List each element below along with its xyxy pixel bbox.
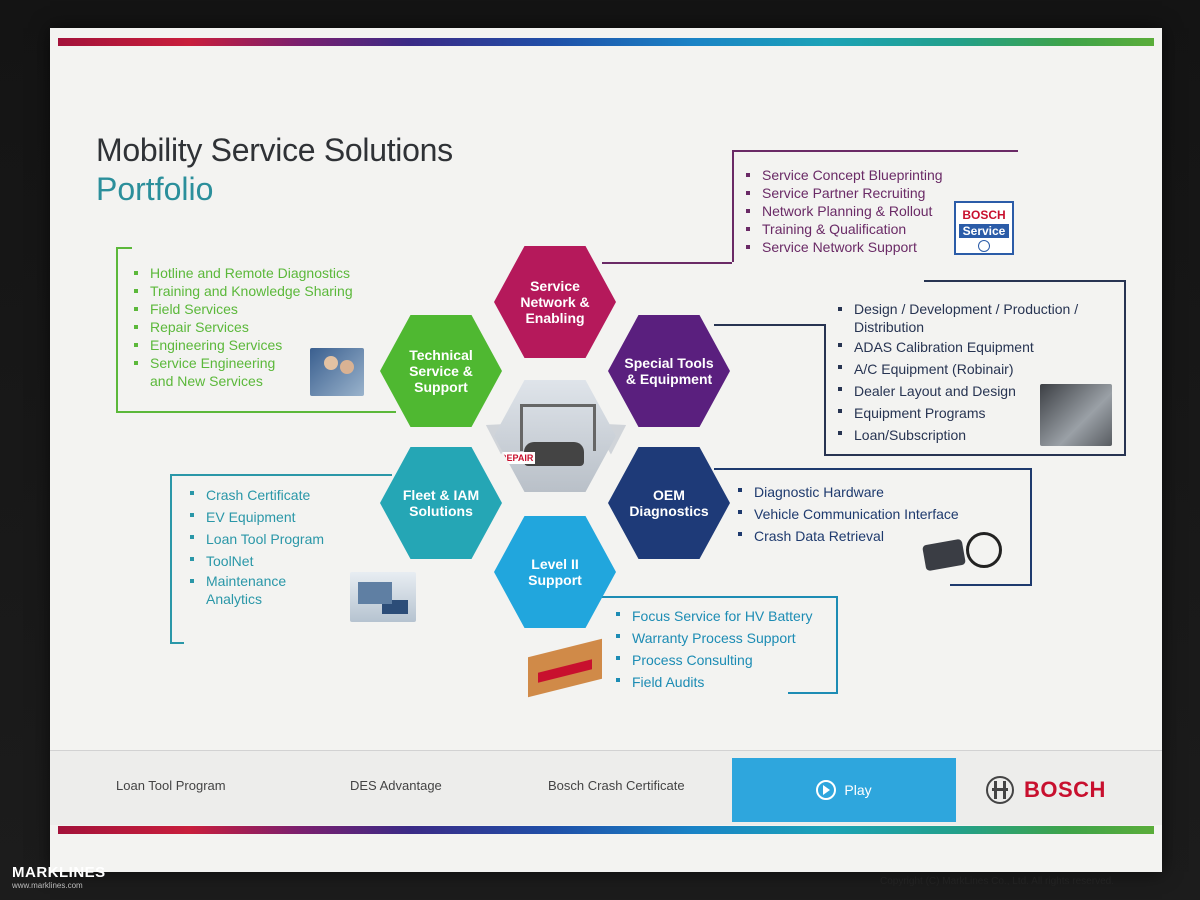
list-item: Dealer Layout and Design [836,380,1104,402]
play-icon [816,780,837,800]
lift-bay [520,404,596,451]
hex-service-network[interactable]: Service Network & Enabling [494,246,616,358]
hex-fleet-iam[interactable]: Fleet & IAM Solutions [380,447,502,559]
play-label: Play [844,782,872,798]
nav-loan-tool-program[interactable]: Loan Tool Program [116,778,226,793]
play-button[interactable]: Play [732,758,956,822]
list-item: Loan Tool Program [188,528,324,550]
bosch-service-label: Service [959,224,1009,238]
armature-icon [978,240,990,252]
color-stripe-top [58,38,1154,46]
watermark-url: www.marklines.com [12,881,83,890]
list-item: Crash Data Retrieval [736,525,959,547]
bracket-line [788,692,838,694]
tool-equipment-photo [1040,384,1112,446]
bracket-line [924,280,1124,282]
list-item: A/C Equipment (Robinair) [836,358,1104,380]
watermark-name: MARKLINES [12,864,106,881]
workshop-photo: REPAIR [494,380,616,492]
list-item: Service Engineering and New Services [132,354,300,390]
bracket-line [170,474,392,476]
oem-diagnostics-list: Diagnostic Hardware Vehicle Communicatio… [736,481,959,547]
bracket-line [170,474,172,642]
hex-label: Service Network & Enabling [520,278,590,326]
list-item: Field Services [132,300,353,318]
marklines-watermark: MARKLINES www.marklines.com [12,864,106,890]
bracket-line [170,642,184,644]
list-item: ADAS Calibration Equipment [836,336,1104,358]
bosch-service-brand: BOSCH [962,208,1006,222]
bracket-line [1030,468,1032,586]
workshop-building-illustration [524,638,610,698]
page-subtitle: Portfolio [96,171,214,207]
fleet-analytics-photo [350,572,416,622]
list-item: Field Audits [614,671,813,693]
list-item: Network Planning & Rollout [744,202,943,220]
list-item: Service Network Support [744,238,943,256]
list-item: Diagnostic Hardware [736,481,959,503]
service-network-list: Service Concept Blueprinting Service Par… [744,166,943,256]
special-tools-list: Design / Development / Production / Dist… [836,300,1104,446]
list-item: Engineering Services [132,336,353,354]
technicians-photo [310,348,364,396]
list-item: Training & Qualification [744,220,943,238]
fleet-list: Crash Certificate EV Equipment Loan Tool… [188,484,324,608]
list-item: EV Equipment [188,506,324,528]
bosch-armature-icon [986,776,1014,804]
list-item: Loan/Subscription [836,424,1104,446]
list-item: Crash Certificate [188,484,324,506]
list-item: Training and Knowledge Sharing [132,282,353,300]
hex-label: Level II Support [528,556,582,588]
list-item: Maintenance Analytics [188,572,296,608]
bracket-line [116,411,396,413]
bosch-wordmark: BOSCH [1024,777,1106,802]
technical-service-list: Hotline and Remote Diagnostics Training … [132,264,353,390]
nav-bosch-crash-certificate[interactable]: Bosch Crash Certificate [548,778,685,793]
bracket-line [732,150,734,262]
presentation-screen: Mobility Service Solutions Portfolio Hot… [50,28,1162,872]
color-stripe-bottom [58,826,1154,834]
bracket-line [1124,280,1126,456]
list-item: Equipment Programs [836,402,1104,424]
hex-label: Special Tools & Equipment [624,355,714,387]
bracket-line [824,324,826,456]
hex-technical-service[interactable]: Technical Service & Support [380,315,502,427]
list-item: Vehicle Communication Interface [736,503,959,525]
bosch-service-logo: BOSCH Service [954,201,1014,255]
bracket-line [602,262,732,264]
hex-label: Fleet & IAM Solutions [402,487,480,519]
page-title: Mobility Service Solutions [96,132,453,168]
list-item: Service Concept Blueprinting [744,166,943,184]
bracket-line [600,596,838,598]
hex-label: OEM Diagnostics [629,487,709,519]
bracket-line [824,454,1124,456]
hex-special-tools[interactable]: Special Tools & Equipment [608,315,730,427]
hex-level2-support[interactable]: Level II Support [494,516,616,628]
list-item: Design / Development / Production / Dist… [836,300,1104,336]
bracket-line [714,468,1032,470]
list-item: Warranty Process Support [614,627,813,649]
bracket-line [116,247,118,411]
bracket-line [732,150,1018,152]
bottom-nav-bar [50,750,1162,825]
diagnostic-hardware-photo [922,526,1004,574]
level2-support-list: Focus Service for HV Battery Warranty Pr… [614,605,813,693]
list-item: ToolNet [188,550,324,572]
bracket-line [116,247,132,249]
bracket-line [950,584,1032,586]
nav-des-advantage[interactable]: DES Advantage [350,778,442,793]
copyright-text: Copyright (C) MarkLines Co., Ltd. All ri… [880,876,1114,887]
list-item: Service Partner Recruiting [744,184,943,202]
list-item: Hotline and Remote Diagnostics [132,264,353,282]
list-item: Process Consulting [614,649,813,671]
bosch-logo: BOSCH [986,776,1106,804]
hex-oem-diagnostics[interactable]: OEM Diagnostics [608,447,730,559]
list-item: Repair Services [132,318,353,336]
bracket-line [714,324,824,326]
hex-label: Technical Service & Support [409,347,473,395]
repair-sign: REPAIR [498,452,536,464]
list-item: Focus Service for HV Battery [614,605,813,627]
bracket-line [836,596,838,694]
